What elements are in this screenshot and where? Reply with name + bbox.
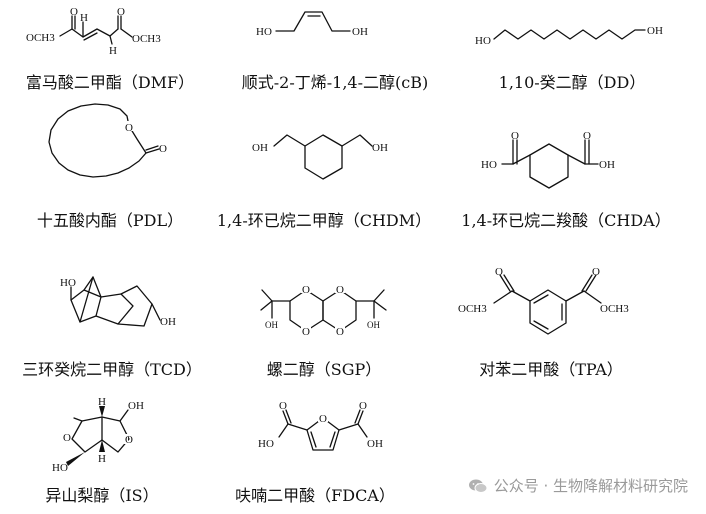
structure-sgp: O O O O OH OH <box>260 283 387 338</box>
structure-chdm: OH OH <box>252 134 388 180</box>
caption-dd: 1,10-癸二醇（DD） <box>498 73 646 92</box>
atom-label: OH <box>160 316 176 328</box>
atom-label: HO <box>481 159 497 171</box>
atom-label: O <box>117 6 125 18</box>
atom-label: O <box>336 326 344 338</box>
atom-label: O <box>495 266 503 278</box>
caption-tpa: 对苯二甲酸（TPA） <box>479 360 623 379</box>
atom-label: O <box>302 326 310 338</box>
structure-tpa: O O OCH3 OCH3 <box>458 266 629 335</box>
atom-label: OCH3 <box>600 303 629 315</box>
atom-label: H <box>80 12 88 24</box>
structure-dmf: O O OCH3 OCH3 H H <box>26 6 161 57</box>
atom-label: H <box>98 453 106 465</box>
atom-label: O <box>359 400 367 412</box>
atom-label: OH <box>128 400 144 412</box>
caption-pdl: 十五酸内酯（PDL） <box>36 211 184 230</box>
atom-label: OCH3 <box>132 33 161 45</box>
atom-label: O <box>279 400 287 412</box>
structure-cb: HO OH <box>256 11 368 38</box>
caption-is: 异山梨醇（IS） <box>45 486 159 505</box>
atom-label: O <box>302 284 310 296</box>
atom-label: O <box>125 434 133 446</box>
caption-chdm: 1,4-环已烷二甲醇（CHDM） <box>216 211 432 230</box>
atom-label: OH <box>367 320 380 330</box>
atom-label: H <box>98 396 106 408</box>
structure-fdca: O O O HO OH <box>258 400 383 451</box>
atom-label: O <box>319 413 327 425</box>
caption-sgp: 螺二醇（SGP） <box>266 360 382 379</box>
atom-label: HO <box>52 462 68 474</box>
atom-label: O <box>125 122 133 134</box>
atom-label: OH <box>265 320 278 330</box>
watermark-text: 公众号 · 生物降解材料研究院 <box>493 477 688 495</box>
structure-chda: O O HO OH <box>481 130 615 189</box>
structure-dd: HO OH <box>475 25 663 47</box>
atom-label: O <box>63 432 71 444</box>
atom-label: OH <box>372 142 388 154</box>
atom-label: O <box>336 284 344 296</box>
watermark: 公众号 · 生物降解材料研究院 <box>468 475 688 496</box>
caption-tcd: 三环癸烷二甲醇（TCD） <box>22 360 202 379</box>
atom-label: OH <box>352 26 368 38</box>
atom-label: HO <box>258 438 274 450</box>
atom-label: HO <box>256 26 272 38</box>
atom-label: HO <box>475 35 491 47</box>
structure-pdl: O O <box>48 103 167 178</box>
caption-cb: 顺式-2-丁烯-1,4-二醇(cB) <box>241 73 429 92</box>
caption-dmf: 富马酸二甲酯（DMF） <box>25 73 195 92</box>
atom-label: OH <box>252 142 268 154</box>
atom-label: H <box>109 45 117 57</box>
atom-label: OH <box>599 159 615 171</box>
atom-label: O <box>159 143 167 155</box>
structure-is: OH HO H H O O <box>52 396 144 474</box>
atom-label: O <box>70 6 78 18</box>
caption-fdca: 呋喃二甲酸（FDCA） <box>235 486 395 505</box>
caption-chda: 1,4-环已烷二羧酸（CHDA） <box>461 211 671 230</box>
atom-label: OCH3 <box>458 303 487 315</box>
atom-label: OH <box>367 438 383 450</box>
atom-label: O <box>511 130 519 142</box>
atom-label: OCH3 <box>26 32 55 44</box>
wechat-logo-icon <box>468 479 488 493</box>
atom-label: HO <box>60 277 76 289</box>
atom-label: O <box>583 130 591 142</box>
atom-label: O <box>592 266 600 278</box>
atom-label: OH <box>647 25 663 37</box>
structure-tcd: HO OH <box>60 276 176 328</box>
